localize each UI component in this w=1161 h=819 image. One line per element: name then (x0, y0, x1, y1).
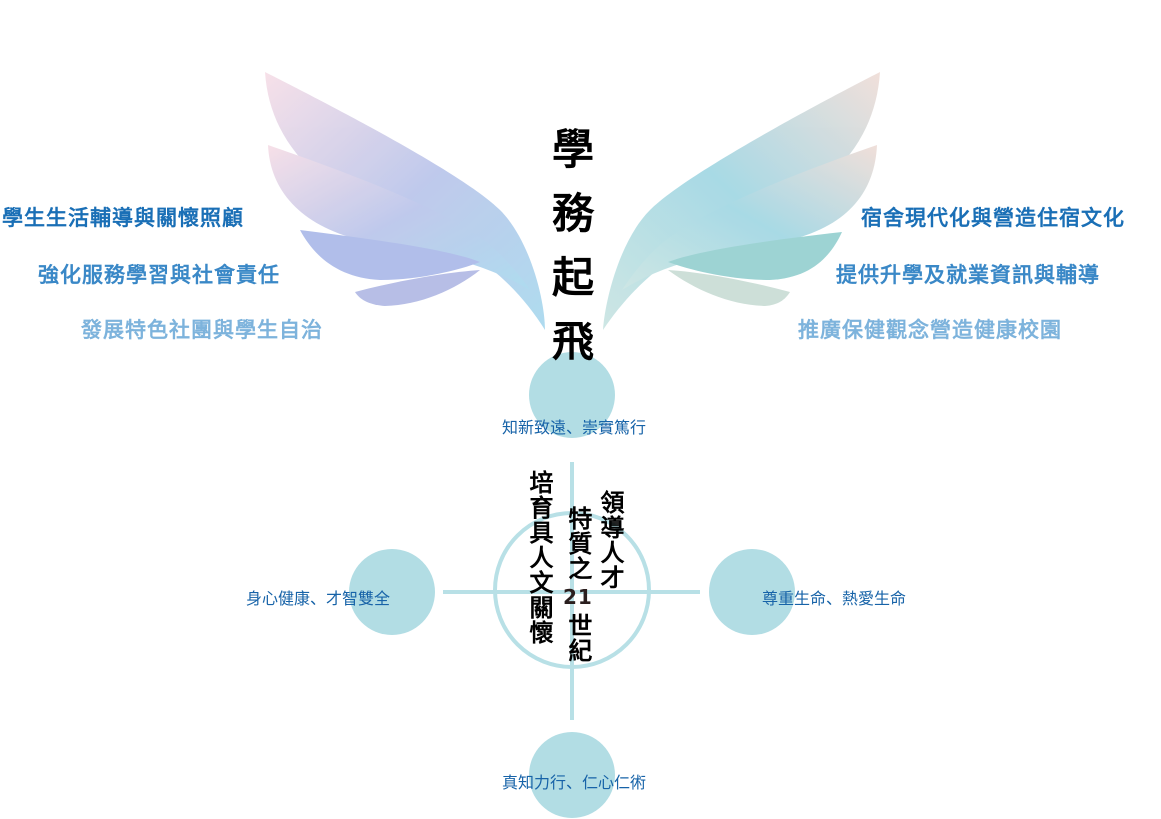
left-wing (265, 72, 545, 330)
center-text-col2: 特質之 21 世紀 (563, 506, 593, 663)
circle-bottom-label: 真知力行、仁心仁術 (501, 773, 647, 792)
center-text-part: 世紀 (563, 613, 592, 663)
center-text-col3: 領導人才 (596, 490, 624, 590)
right-wing (603, 72, 880, 330)
connector-lines (443, 462, 700, 720)
title-char: 學 (551, 125, 594, 174)
center-ring (493, 511, 651, 669)
circle-top (529, 352, 615, 438)
title-char: 務 (551, 189, 594, 238)
circle-left-label: 身心健康、才智雙全 (245, 589, 391, 608)
right-goal-1: 宿舍現代化與營造住宿文化 (861, 206, 1125, 230)
value-circles (349, 352, 795, 818)
right-goal-2: 提供升學及就業資訊與輔導 (836, 263, 1100, 287)
center-number: 21 (563, 585, 593, 609)
circle-bottom (529, 732, 615, 818)
main-title: 學 務 起 飛 (547, 118, 599, 374)
center-text-col1: 培育具人文關懷 (525, 470, 553, 645)
circle-top-label: 知新致遠、崇實篤行 (501, 418, 647, 437)
center-text-part: 特質之 (563, 506, 592, 581)
circle-left (349, 549, 435, 635)
left-goal-3: 發展特色社團與學生自治 (81, 318, 323, 342)
left-goal-2: 強化服務學習與社會責任 (38, 263, 280, 287)
title-char: 飛 (551, 317, 594, 366)
circle-right-label: 尊重生命、熱愛生命 (761, 589, 907, 608)
right-goal-3: 推廣保健觀念營造健康校園 (798, 318, 1062, 342)
title-char: 起 (551, 253, 594, 302)
left-goal-1: 學生生活輔導與關懷照顧 (2, 206, 244, 230)
circle-right (709, 549, 795, 635)
